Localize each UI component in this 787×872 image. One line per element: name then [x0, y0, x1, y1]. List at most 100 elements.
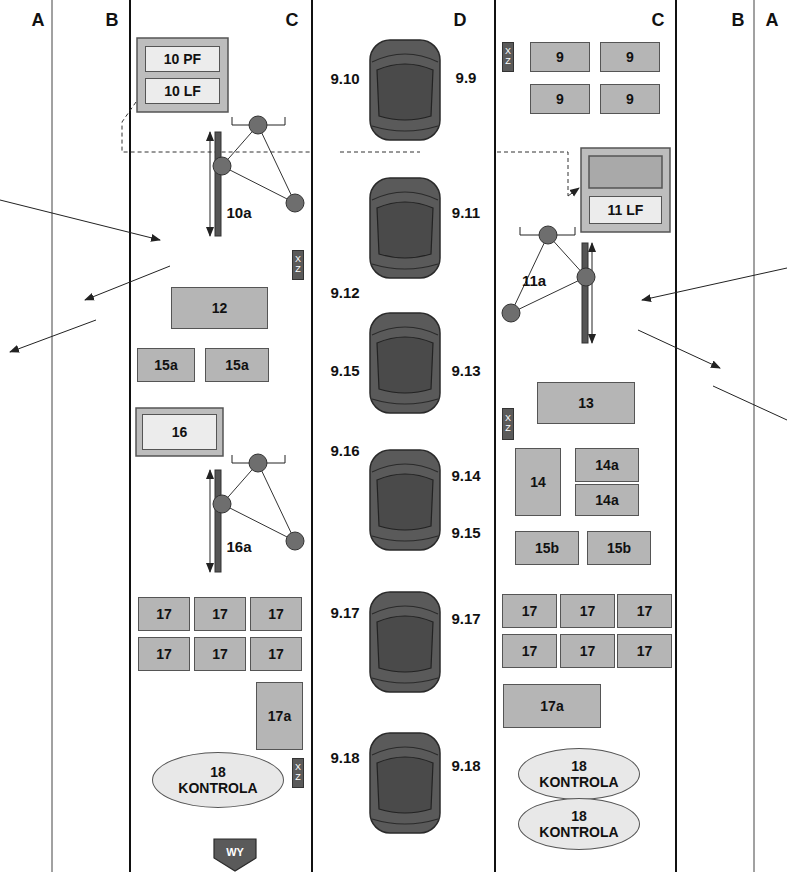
node-text: 14	[530, 474, 546, 490]
lane-lines	[494, 0, 496, 872]
zone-box: 17	[194, 637, 246, 671]
turnstile	[215, 470, 221, 572]
dashed-line	[497, 152, 568, 196]
lane-lines	[675, 0, 677, 872]
lane-lines	[52, 0, 754, 872]
lane-lines	[754, 0, 755, 872]
gate-number: 16a	[226, 538, 251, 555]
zone-box: 15b	[515, 531, 579, 565]
turnstile	[582, 243, 588, 343]
flow-arrow	[642, 268, 787, 300]
node-text: 17	[580, 603, 596, 619]
node-text: 10 LF	[164, 83, 201, 99]
node-text: 15a	[225, 357, 248, 373]
node-text: 9	[556, 91, 564, 107]
node-text: 17	[156, 646, 172, 662]
frame	[581, 148, 670, 232]
car	[370, 40, 440, 140]
node-text: 17a	[268, 708, 291, 724]
node-text: 16	[172, 424, 188, 440]
flow-arrow	[0, 200, 160, 240]
zone-box: 17	[617, 594, 672, 628]
car	[372, 264, 438, 269]
turnstile	[258, 125, 295, 203]
zone-box: 15a	[137, 348, 195, 382]
car	[372, 536, 438, 541]
turnstile	[210, 470, 211, 572]
zone-box: 15b	[587, 531, 651, 565]
car	[377, 474, 433, 530]
node-text: 9	[556, 49, 564, 65]
car	[370, 40, 440, 833]
zone-box: 17a	[256, 682, 303, 750]
zone-box: 12	[171, 287, 268, 329]
node-text: 14a	[595, 457, 618, 473]
flow-arrow	[713, 386, 787, 420]
node-text: 17	[212, 646, 228, 662]
turnstile	[210, 116, 304, 236]
zone-box: 17	[138, 637, 190, 671]
car	[377, 337, 433, 393]
lane-lines	[52, 0, 53, 872]
node-text: 17	[268, 606, 284, 622]
room-box: 10 PF	[145, 46, 220, 72]
car	[372, 126, 438, 131]
zone-letter: C	[286, 10, 299, 31]
turnstile	[210, 454, 304, 572]
zone-box: 17	[560, 594, 615, 628]
dashed-line	[568, 188, 579, 196]
xz-marker: X Z	[502, 42, 514, 72]
control-point: 18 KONTROLA	[518, 748, 640, 800]
zone-letter: A	[766, 10, 779, 31]
node-text: 12	[212, 300, 228, 316]
node-text: 18 KONTROLA	[539, 758, 618, 790]
node-text: 13	[578, 395, 594, 411]
turnstile	[258, 463, 295, 541]
lane-number: 9.10	[330, 70, 359, 87]
dashed-line	[340, 152, 420, 153]
turnstile	[286, 532, 304, 550]
car	[372, 819, 438, 824]
lane-number: 9.15	[451, 524, 480, 541]
zone-box: 17	[250, 597, 302, 631]
node-text: 17	[637, 643, 653, 659]
lane-number: 9.17	[451, 610, 480, 627]
zone-box: 17	[560, 634, 615, 668]
lane-number: 9.15	[330, 362, 359, 379]
zone-box: 9	[530, 84, 590, 114]
car	[370, 313, 440, 413]
car	[370, 450, 440, 550]
flow-arrow	[85, 266, 170, 300]
zone-box: 17	[617, 634, 672, 668]
node-text: 17	[156, 606, 172, 622]
node-text: X Z	[505, 414, 511, 434]
zone-box: 17	[250, 637, 302, 671]
car	[370, 733, 440, 833]
car	[372, 192, 438, 200]
zone-letter: D	[454, 10, 467, 31]
car	[372, 399, 438, 404]
turnstile	[213, 157, 231, 175]
car	[370, 40, 440, 140]
frame	[589, 156, 662, 188]
node-text: 17	[522, 643, 538, 659]
node-text: 10 PF	[164, 51, 201, 67]
car	[370, 592, 440, 692]
car	[377, 64, 433, 120]
car	[370, 178, 440, 278]
node-text: 18 KONTROLA	[539, 808, 618, 840]
car	[370, 178, 440, 278]
lane-number: 9.16	[330, 442, 359, 459]
flow-arrow	[10, 320, 96, 352]
zone-letter: C	[652, 10, 665, 31]
frame	[136, 38, 670, 456]
xz-marker: X Z	[292, 758, 304, 788]
car	[372, 464, 438, 472]
node-text: WY	[226, 846, 244, 859]
zone-box: 9	[600, 42, 660, 72]
zone-box: 9	[530, 42, 590, 72]
exit-sign: WY	[213, 838, 257, 872]
node-text: 17	[637, 603, 653, 619]
turnstile	[210, 116, 595, 572]
